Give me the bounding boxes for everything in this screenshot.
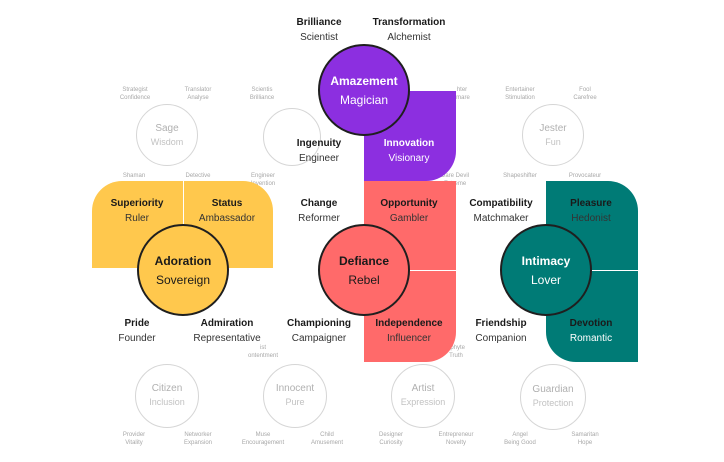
faint-label-shaman: Shaman [122, 173, 146, 179]
label-change: Change Reformer [298, 198, 340, 224]
adoration-title: Adoration [154, 254, 212, 268]
adoration-circle: Adoration Sovereign [137, 224, 229, 316]
ghost-guardian-sub: Protection [532, 398, 574, 408]
label-friendship: Friendship Companion [475, 318, 527, 344]
faint-label-detective: Detective [185, 173, 211, 179]
ghost-jester-title: Jester [539, 123, 567, 134]
label-brilliance: Brilliance Scientist [296, 17, 342, 43]
label-transformation: Transformation Alchemist [372, 17, 446, 43]
defiance-sub: Rebel [348, 273, 380, 287]
intimacy-title: Intimacy [521, 254, 571, 268]
ghost-circle-sage: Sage Wisdom [136, 104, 198, 166]
ghost-sage-sub: Wisdom [150, 137, 184, 147]
ghost-jester-sub: Fun [545, 137, 561, 147]
ghost-circle-innocent: Innocent Pure [263, 364, 327, 428]
faint-label-shapeshifter: Shapeshifter [503, 173, 537, 179]
amazement-circle: Amazement Magician [318, 44, 410, 136]
intimacy-divider [590, 270, 638, 271]
label-pride: Pride Founder [118, 318, 156, 344]
defiance-title: Defiance [338, 254, 390, 268]
ghost-citizen-title: Citizen [151, 383, 183, 394]
adoration-sub: Sovereign [155, 273, 211, 287]
ghost-circle-jester: Jester Fun [522, 104, 584, 166]
label-devotion: Devotion Romantic [569, 318, 613, 344]
defiance-divider [410, 270, 456, 271]
ghost-citizen-sub: Inclusion [149, 397, 185, 407]
label-independence: Independence Influencer [375, 318, 443, 344]
label-innovation: Innovation Visionary [383, 138, 435, 164]
label-ingenuity: Ingenuity Engineer [296, 138, 342, 164]
amazement-title: Amazement [330, 74, 398, 88]
ghost-circle-artist: Artist Expression [391, 364, 455, 428]
defiance-circle: Defiance Rebel [318, 224, 410, 316]
label-compatibility: Compatibility Matchmaker [469, 198, 533, 224]
label-superiority: Superiority Ruler [110, 198, 164, 224]
amazement-sub: Magician [339, 93, 389, 107]
ghost-sage-title: Sage [155, 123, 179, 134]
label-pleasure: Pleasure Hedonist [570, 198, 612, 224]
label-championing: Championing Campaigner [287, 318, 351, 344]
ghost-guardian-title: Guardian [532, 384, 574, 395]
intimacy-circle: Intimacy Lover [500, 224, 592, 316]
faint-label-provocateur: Provocateur [568, 173, 602, 179]
ghost-artist-title: Artist [411, 383, 435, 394]
ghost-circle-guardian: Guardian Protection [520, 364, 586, 430]
ghost-circle-citizen: Citizen Inclusion [135, 364, 199, 428]
ghost-innocent-title: Innocent [275, 383, 315, 394]
intimacy-sub: Lover [530, 273, 562, 287]
label-admiration: Admiration Representative [193, 318, 261, 344]
label-status: Status Ambassador [198, 198, 256, 224]
label-opportunity: Opportunity Gambler [380, 198, 438, 224]
ghost-innocent-sub: Pure [285, 397, 305, 407]
ghost-circle-partial [263, 108, 321, 166]
ghost-artist-sub: Expression [400, 397, 446, 407]
